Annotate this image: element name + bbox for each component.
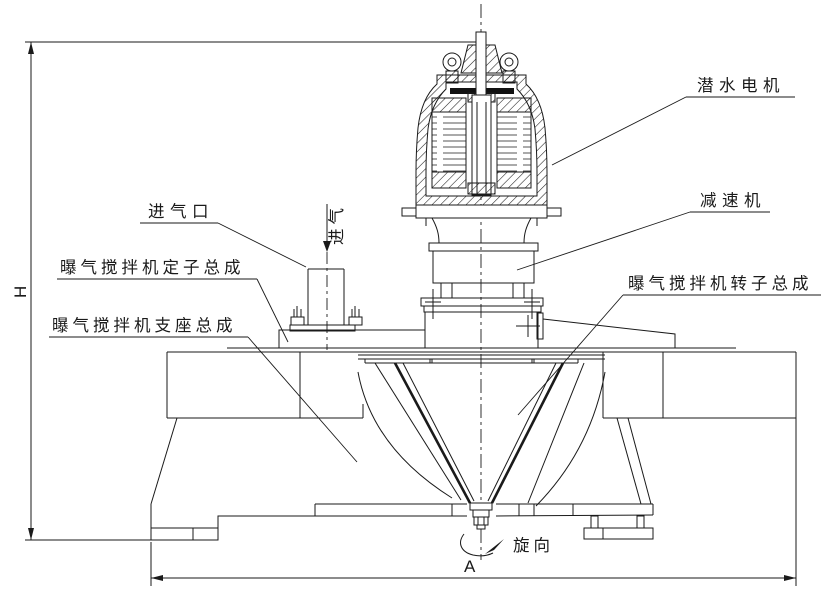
dimension-a: A [150, 420, 797, 586]
rotation-arrow-icon [485, 539, 504, 554]
label-air-intake: 进气 [327, 204, 346, 245]
label-reducer: 减速机 [700, 191, 766, 210]
right-support-leg [583, 417, 654, 540]
pedestal-body [424, 311, 539, 349]
label-rotation-direction: 旋向 [513, 536, 554, 555]
leader-submersible-motor [551, 96, 795, 166]
dimension-h: H [11, 41, 477, 541]
bottom-diffuser-ring [315, 503, 654, 517]
leader-air-inlet [140, 222, 307, 268]
rotor-cone [357, 354, 606, 507]
arrow-down-icon [28, 528, 34, 540]
motor-shaft [475, 31, 487, 96]
leader-rotor-assembly [517, 294, 821, 416]
submersible-motor-section [401, 31, 562, 226]
reducer-section [428, 217, 539, 299]
reducer-body [432, 250, 535, 284]
label-stator-assembly: 曝气搅拌机定子总成 [60, 258, 245, 277]
flange-bolt-left [290, 306, 305, 326]
leader-stator-assembly [57, 278, 289, 343]
label-air-inlet-port: 进气口 [148, 202, 214, 221]
label-submersible-motor: 潜水电机 [697, 76, 785, 95]
arrow-up-icon [28, 42, 34, 54]
arrow-left-icon [151, 575, 163, 581]
air-inlet-pipe [278, 204, 426, 350]
flange-bolt-right [348, 306, 363, 326]
arrow-right-icon [784, 575, 796, 581]
lifting-eye-right [499, 52, 519, 84]
dim-a-label: A [464, 557, 476, 576]
leader-lines [49, 96, 821, 463]
base-left-block [166, 352, 364, 419]
lifting-eye-left [442, 52, 462, 84]
left-support-leg [150, 417, 316, 541]
hub-nut [469, 502, 493, 530]
leader-support-assembly [49, 336, 358, 463]
leader-reducer [516, 211, 770, 271]
stator-housing-box [278, 329, 426, 349]
base-right-block [602, 352, 797, 420]
deck-plate [167, 347, 796, 353]
label-rotor-assembly: 曝气搅拌机转子总成 [628, 274, 813, 293]
pedestal-mount [420, 289, 676, 349]
dim-h-label: H [11, 286, 30, 298]
rotation-direction-symbol [460, 533, 504, 557]
label-support-assembly: 曝气搅拌机支座总成 [52, 316, 237, 335]
callout-labels: 潜水电机 减速机 进气口 曝气搅拌机定子总成 曝气搅拌机支座总成 曝气搅拌机转子… [52, 76, 813, 555]
airflow-arrow-icon [323, 241, 331, 252]
